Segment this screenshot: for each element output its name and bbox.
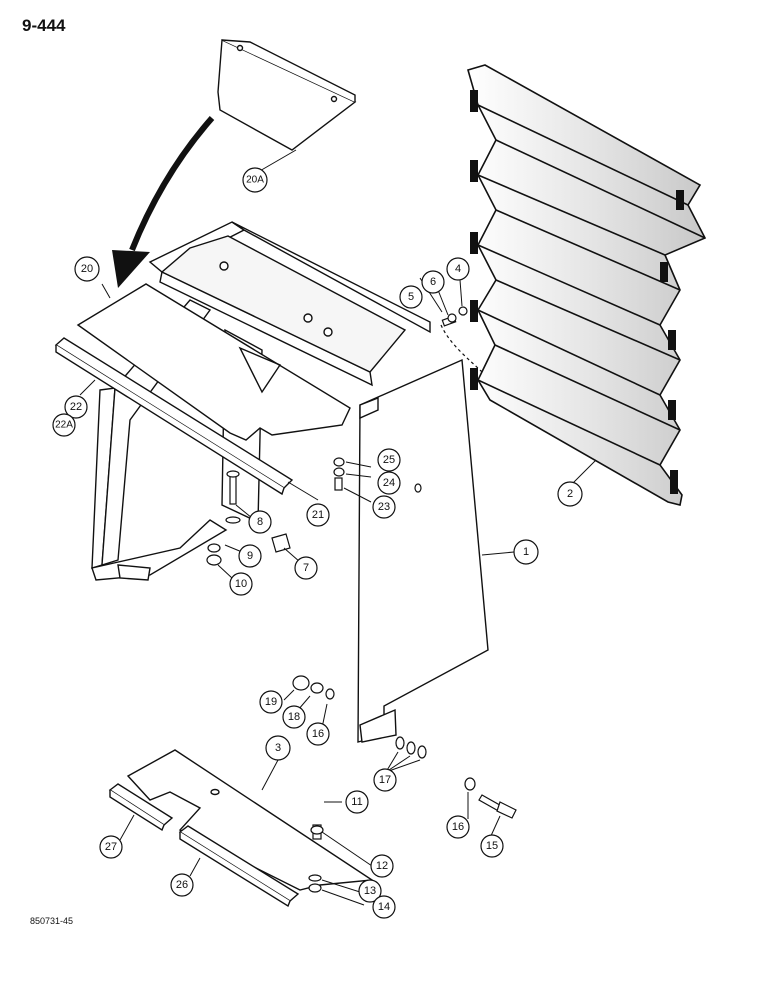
callout-label: 19 [265, 696, 277, 708]
callout-label: 14 [378, 901, 390, 913]
callout-16-lower: 16 [446, 815, 470, 839]
direction-arrow [112, 116, 215, 288]
callout-1: 1 [513, 539, 539, 565]
callout-22a: 22A [52, 413, 76, 437]
callout-label: 17 [379, 774, 391, 786]
callout-15: 15 [480, 834, 504, 858]
callout-label: 22A [55, 420, 73, 431]
callout-label: 4 [455, 263, 461, 275]
callout-label: 21 [312, 509, 324, 521]
callout-22: 22 [64, 395, 88, 419]
callout-label: 2 [567, 488, 573, 500]
hardware [206, 306, 517, 893]
callout-label: 15 [486, 840, 498, 852]
callout-label: 20 [81, 263, 93, 275]
callout-2: 2 [557, 481, 583, 507]
callout-label: 23 [378, 501, 390, 513]
callout-17: 17 [373, 768, 397, 792]
callout-label: 16 [452, 821, 464, 833]
callout-label: 24 [383, 477, 395, 489]
callout-9: 9 [238, 544, 262, 568]
callout-label: 10 [235, 578, 247, 590]
callout-13: 13 [358, 879, 382, 903]
callout-label: 20A [246, 175, 264, 186]
callout-label: 22 [70, 401, 82, 413]
callout-20: 20 [74, 256, 100, 282]
callout-label: 9 [247, 550, 253, 562]
callout-18: 18 [282, 705, 306, 729]
callout-7: 7 [294, 556, 318, 580]
callout-label: 18 [288, 711, 300, 723]
callout-6: 6 [421, 270, 445, 294]
callout-label: 26 [176, 879, 188, 891]
callout-label: 1 [523, 546, 529, 558]
part-20a-plate [217, 38, 357, 151]
callout-11: 11 [345, 790, 369, 814]
figure-code: 850731-45 [30, 916, 74, 926]
part-27-strip [108, 783, 174, 832]
part-22-strip [54, 337, 294, 496]
callout-label: 12 [376, 860, 388, 872]
callout-label: 8 [257, 516, 263, 528]
callout-label: 5 [408, 291, 414, 303]
callout-label: 27 [105, 841, 117, 853]
callout-10: 10 [229, 572, 253, 596]
callout-12: 12 [370, 854, 394, 878]
callout-16-upper: 16 [306, 722, 330, 746]
callout-label: 7 [303, 562, 309, 574]
part-2-grille [467, 64, 707, 506]
callout-5: 5 [399, 285, 423, 309]
callout-label: 3 [275, 742, 281, 754]
part-1-frame [91, 221, 489, 743]
callout-21: 21 [306, 503, 330, 527]
page-number: 9-444 [22, 16, 66, 35]
callout-26: 26 [170, 873, 194, 897]
callout-4: 4 [446, 257, 470, 281]
callout-label: 11 [351, 796, 362, 808]
callout-label: 13 [364, 885, 376, 897]
callout-label: 25 [383, 454, 395, 466]
part-20-cover [76, 283, 351, 441]
callout-label: 16 [312, 728, 324, 740]
callout-label: 6 [430, 276, 436, 288]
callout-3: 3 [265, 735, 291, 761]
callout-20a: 20A [242, 167, 268, 193]
callout-24: 24 [377, 471, 401, 495]
callout-23: 23 [372, 495, 396, 519]
part-26-strip [178, 825, 300, 908]
callout-14: 14 [372, 895, 396, 919]
callout-19: 19 [259, 690, 283, 714]
callout-25: 25 [377, 448, 401, 472]
callout-27: 27 [99, 835, 123, 859]
callout-8: 8 [248, 510, 272, 534]
